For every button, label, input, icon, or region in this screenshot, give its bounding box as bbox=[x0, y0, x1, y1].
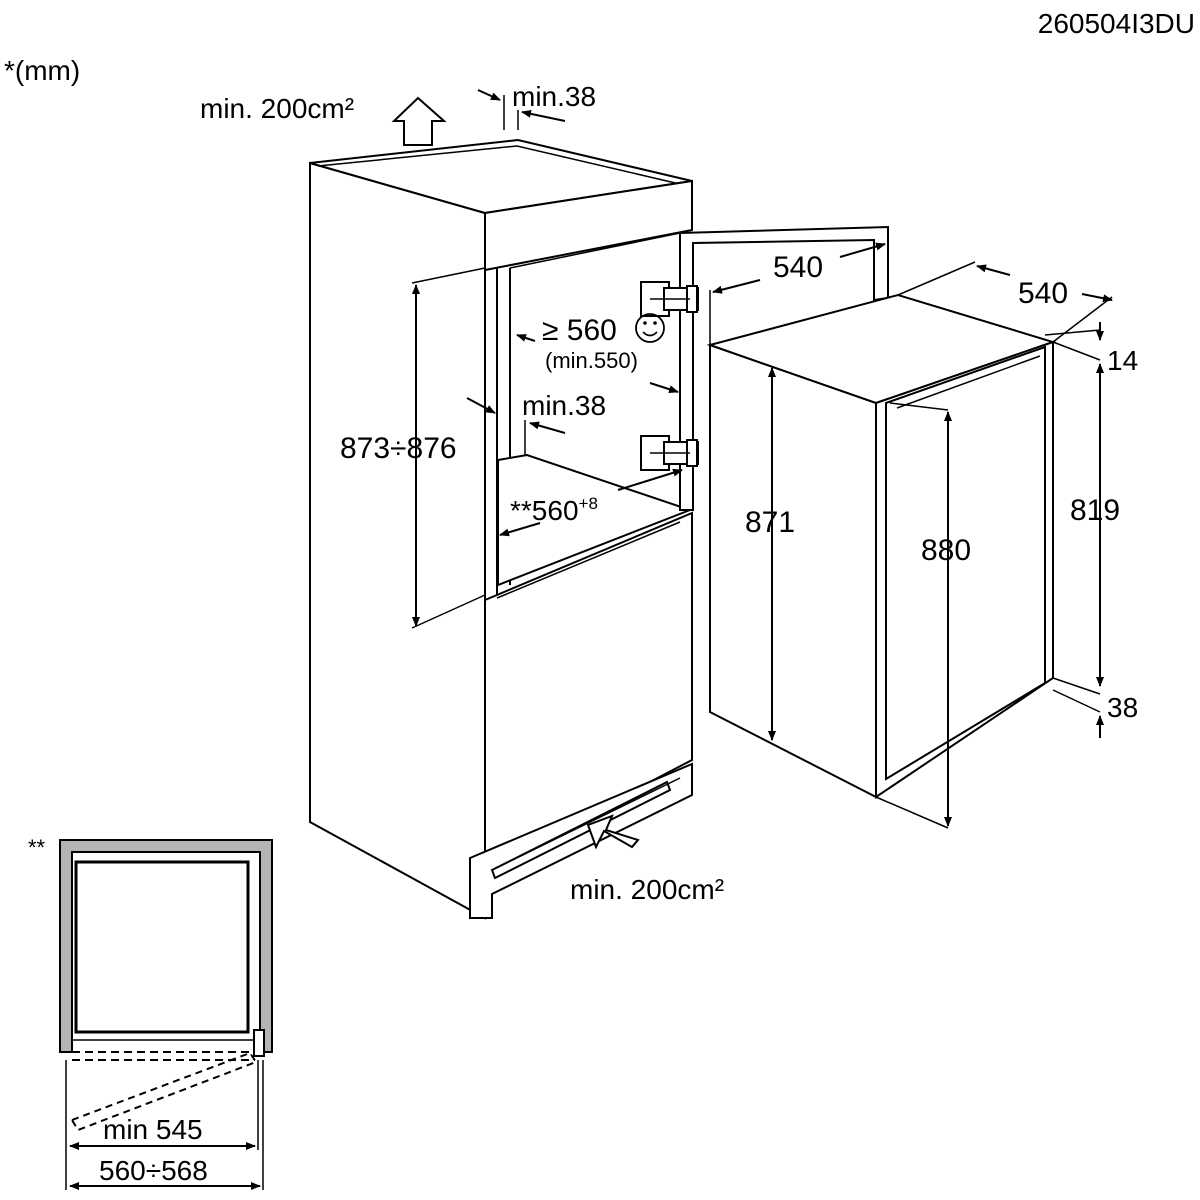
vent-arrow-up-icon bbox=[391, 96, 447, 146]
hinge-icon bbox=[640, 435, 699, 471]
plan-view bbox=[59, 839, 273, 1190]
dim-880-label: 880 bbox=[921, 534, 971, 567]
dim-871-label: 871 bbox=[745, 506, 795, 539]
vent-bottom-label: min. 200cm² bbox=[570, 874, 724, 905]
door-width-min-label: (min.550) bbox=[545, 348, 638, 373]
top-gap-label: min.38 bbox=[512, 81, 596, 112]
plan-min-label: min 545 bbox=[103, 1114, 203, 1145]
side-gap-label: min.38 bbox=[522, 390, 606, 421]
dim-38-label: 38 bbox=[1107, 692, 1138, 723]
smiley-icon bbox=[635, 313, 665, 343]
dim-14-label: 14 bbox=[1107, 345, 1138, 376]
plan-range-label: 560÷568 bbox=[99, 1155, 208, 1186]
dim-819-label: 819 bbox=[1070, 494, 1120, 527]
niche-cabinet bbox=[309, 138, 693, 920]
width-top-label: 540 bbox=[1018, 277, 1068, 310]
depth-top-label: 540 bbox=[773, 251, 823, 284]
appliance-box bbox=[706, 293, 1057, 799]
niche-height-label: 873÷876 bbox=[340, 432, 457, 465]
footnote-mark: ** bbox=[28, 835, 46, 860]
unit-note: *(mm) bbox=[4, 55, 80, 86]
vent-arrow-in-icon bbox=[586, 814, 640, 850]
hinge-icon bbox=[640, 281, 699, 317]
document-code: 260504I3DU bbox=[1038, 8, 1195, 39]
dimension-lines bbox=[411, 89, 1113, 829]
vent-top-label: min. 200cm² bbox=[200, 93, 354, 124]
door-width-label: ≥ 560 bbox=[542, 314, 617, 347]
niche-width-label: **560+8 bbox=[510, 494, 598, 526]
